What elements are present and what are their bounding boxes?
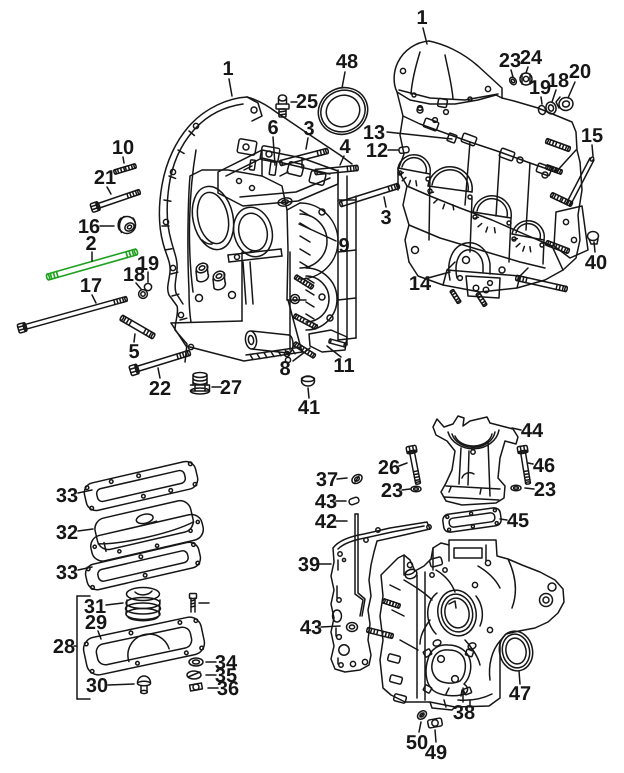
svg-text:47: 47	[509, 683, 531, 705]
svg-text:1: 1	[416, 7, 427, 29]
svg-text:24: 24	[520, 47, 543, 69]
svg-text:34: 34	[215, 652, 238, 674]
svg-text:20: 20	[569, 61, 591, 83]
svg-text:5: 5	[128, 341, 139, 363]
svg-text:37: 37	[316, 469, 338, 491]
svg-text:25: 25	[296, 91, 318, 113]
svg-text:26: 26	[378, 457, 400, 479]
svg-text:11: 11	[333, 355, 354, 377]
svg-text:31: 31	[84, 596, 106, 618]
svg-text:38: 38	[453, 702, 475, 724]
svg-text:32: 32	[56, 522, 78, 544]
svg-text:36: 36	[217, 678, 239, 700]
svg-text:44: 44	[521, 420, 544, 442]
svg-text:21: 21	[94, 167, 116, 189]
svg-text:45: 45	[507, 510, 529, 532]
svg-text:15: 15	[581, 125, 603, 147]
svg-text:41: 41	[298, 397, 320, 419]
svg-text:19: 19	[529, 77, 551, 99]
svg-text:35: 35	[215, 665, 237, 687]
svg-text:23: 23	[381, 480, 403, 502]
svg-text:9: 9	[338, 235, 349, 257]
svg-text:3: 3	[303, 118, 314, 140]
svg-text:23: 23	[499, 50, 521, 72]
svg-text:33: 33	[56, 485, 78, 507]
svg-text:12: 12	[366, 140, 388, 162]
svg-text:13: 13	[363, 122, 385, 144]
svg-text:43: 43	[300, 617, 322, 639]
svg-text:23: 23	[534, 479, 556, 501]
svg-text:49: 49	[425, 742, 447, 764]
svg-text:46: 46	[533, 455, 555, 477]
svg-text:16: 16	[78, 216, 100, 238]
svg-text:6: 6	[267, 117, 278, 139]
svg-text:17: 17	[80, 275, 102, 297]
svg-text:1: 1	[222, 58, 233, 80]
svg-text:2: 2	[85, 233, 96, 255]
svg-text:18: 18	[123, 264, 145, 286]
svg-text:33: 33	[56, 562, 78, 584]
svg-text:30: 30	[86, 675, 108, 697]
svg-text:14: 14	[409, 273, 432, 295]
svg-text:27: 27	[220, 377, 242, 399]
svg-text:39: 39	[298, 554, 320, 576]
svg-text:18: 18	[547, 70, 569, 92]
svg-text:29: 29	[85, 612, 107, 634]
svg-text:42: 42	[315, 511, 337, 533]
svg-text:8: 8	[279, 358, 290, 380]
svg-text:50: 50	[406, 732, 428, 754]
svg-text:3: 3	[380, 207, 391, 229]
svg-text:10: 10	[112, 137, 134, 159]
svg-text:19: 19	[137, 253, 159, 275]
svg-text:22: 22	[149, 378, 171, 400]
svg-text:43: 43	[315, 491, 337, 513]
svg-text:48: 48	[336, 51, 358, 73]
svg-text:4: 4	[339, 136, 351, 158]
svg-text:28: 28	[53, 636, 75, 658]
svg-text:40: 40	[585, 252, 607, 274]
